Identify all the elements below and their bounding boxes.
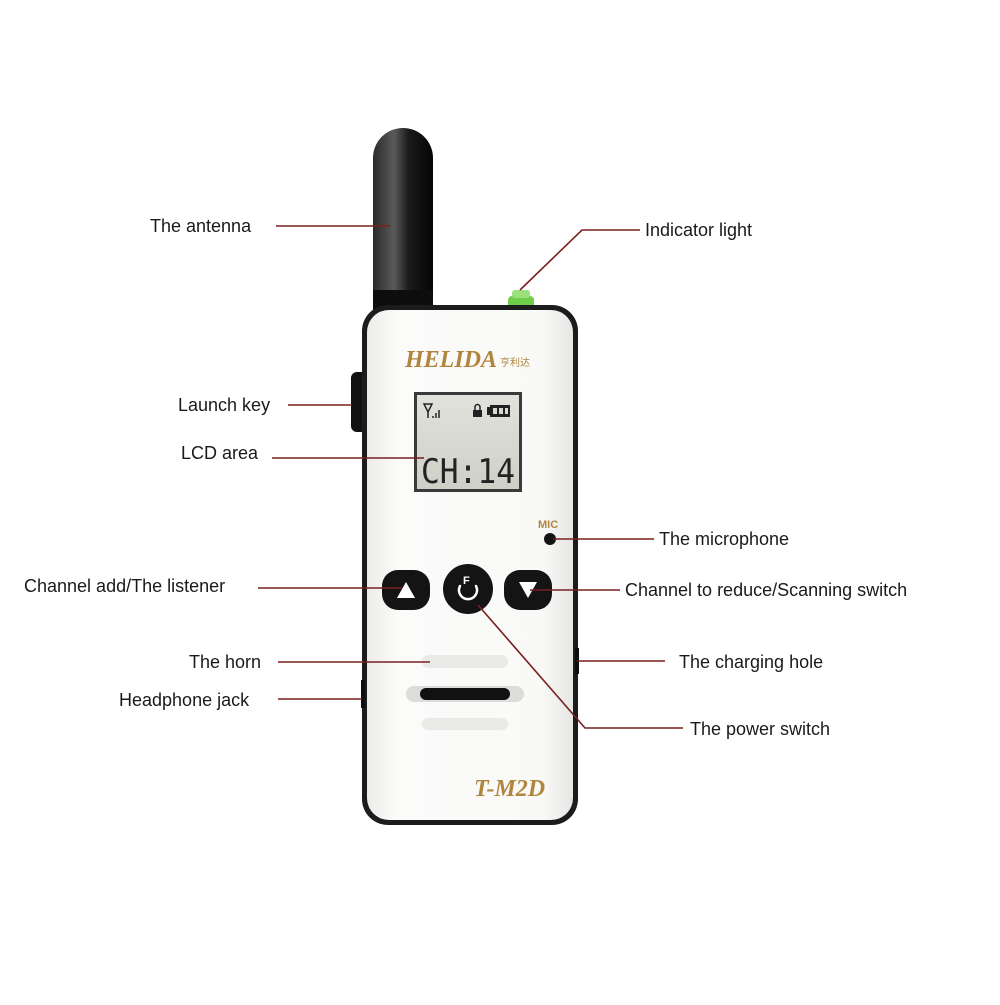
svg-text:F: F xyxy=(463,575,470,587)
lcd-screen: CH:14 xyxy=(414,392,522,492)
battery-icon xyxy=(487,405,510,417)
callout-antenna: The antenna xyxy=(150,216,252,236)
power-button[interactable]: F xyxy=(443,564,493,614)
callout-leaders xyxy=(258,225,683,729)
antenna-signal-icon xyxy=(422,403,440,418)
lock-icon xyxy=(473,403,482,417)
callout-channel-reduce: Channel to reduce/Scanning switch xyxy=(625,580,908,600)
callout-horn: The horn xyxy=(189,652,262,672)
triangle-down-icon xyxy=(519,582,537,598)
mic-label: MIC xyxy=(538,519,558,531)
lcd-channel-readout: CH:14 xyxy=(421,452,515,492)
callout-power: The power switch xyxy=(690,719,831,739)
microphone-hole xyxy=(544,533,556,545)
speaker-grille xyxy=(406,655,524,730)
callout-headphone: Headphone jack xyxy=(119,690,250,710)
channel-down-button[interactable] xyxy=(504,570,552,610)
brand-logo-cn: 亨利达 xyxy=(500,356,530,369)
triangle-up-icon xyxy=(397,582,415,598)
channel-up-button[interactable] xyxy=(382,570,430,610)
callout-lcd: LCD area xyxy=(181,443,259,463)
headphone-jack xyxy=(361,680,365,708)
callout-indicator: Indicator light xyxy=(645,220,753,240)
model-label: T-M2D xyxy=(474,776,545,802)
brand-logo: HELIDA xyxy=(404,347,497,373)
power-f-icon: F xyxy=(457,575,479,601)
callout-launch-key: Launch key xyxy=(178,395,271,415)
callout-microphone: The microphone xyxy=(659,529,790,549)
leader-power xyxy=(477,604,683,729)
antenna xyxy=(373,128,433,328)
callout-channel-add: Channel add/The listener xyxy=(24,576,226,596)
leader-indicator xyxy=(519,229,640,291)
callout-charging-hole: The charging hole xyxy=(679,652,824,672)
